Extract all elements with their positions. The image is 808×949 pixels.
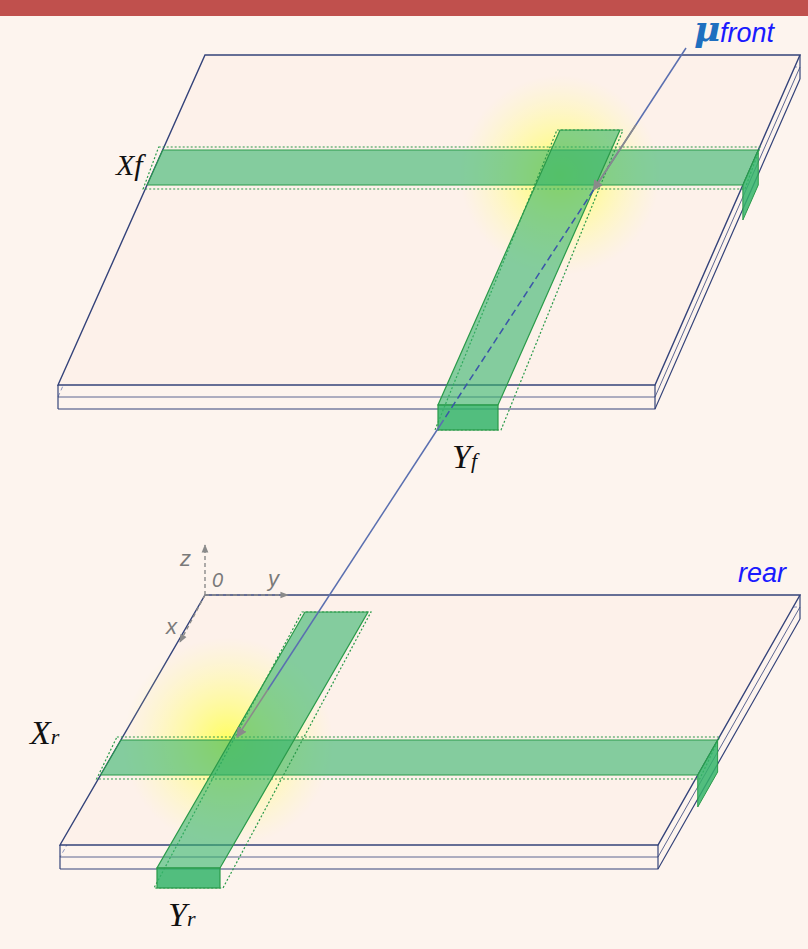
y-strip-rear bbox=[154, 612, 371, 888]
muon-track bbox=[237, 48, 686, 737]
plane-name: front bbox=[720, 20, 774, 47]
axis-label: z bbox=[180, 548, 191, 570]
strip-name: Yr bbox=[168, 898, 195, 932]
front-plane bbox=[58, 55, 800, 409]
strip-name: Yf bbox=[452, 440, 477, 474]
strip-name: Xr bbox=[30, 716, 59, 750]
axis-label: 0 bbox=[212, 570, 223, 590]
x-strip-rear bbox=[97, 737, 720, 807]
plane-name: rear bbox=[738, 560, 786, 587]
x-strip-front bbox=[143, 147, 760, 220]
header-bar bbox=[0, 0, 808, 16]
strip-name: Xf bbox=[116, 150, 143, 180]
particle-symbol: μ bbox=[694, 10, 720, 46]
axes bbox=[180, 545, 288, 642]
rear-plane bbox=[60, 595, 800, 869]
axis-label: x bbox=[166, 616, 177, 638]
y-strip-front bbox=[435, 130, 623, 430]
axis-label: y bbox=[268, 568, 279, 590]
